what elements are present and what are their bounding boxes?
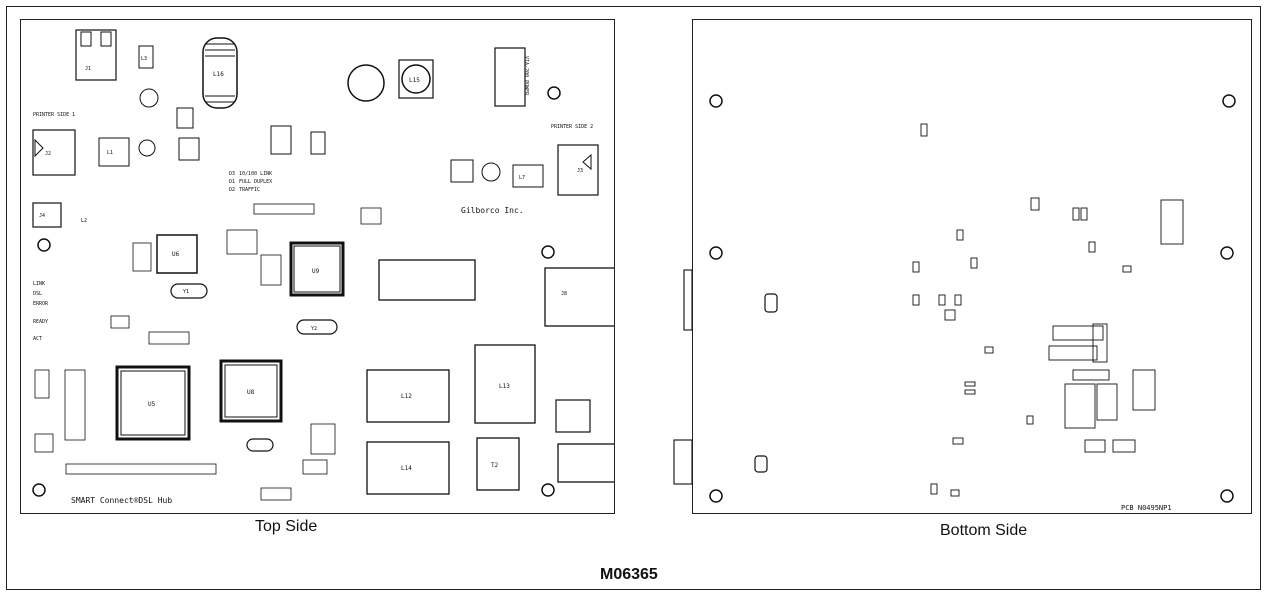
component-ref: L7 xyxy=(519,175,525,181)
led-ref: D2 xyxy=(229,187,235,193)
component-ref: U6 xyxy=(172,251,180,258)
rj-jack xyxy=(557,144,599,196)
module-l13 xyxy=(474,344,536,424)
product-marking: SMART Connect®DSL Hub xyxy=(71,496,172,505)
mounting-hole xyxy=(1220,489,1234,503)
status-label: ACT xyxy=(33,336,42,342)
led-label: FULL DUPLEX xyxy=(239,179,272,185)
mounting-hole xyxy=(1220,246,1234,260)
led-label: TRAFFIC xyxy=(239,187,260,193)
module-l14 xyxy=(366,441,450,495)
component-ref: L12 xyxy=(401,393,412,400)
bottom-side-pcb: PCB N0495NP1 xyxy=(692,19,1252,514)
mounting-hole xyxy=(541,245,555,259)
port-label: VIA-200 POWER xyxy=(523,56,529,96)
ic-u9 xyxy=(289,241,345,297)
component-ref: L16 xyxy=(213,71,224,78)
component-ref: L2 xyxy=(81,218,87,224)
module-l12 xyxy=(366,369,450,423)
mounting-hole xyxy=(1222,94,1236,108)
component-ref: J1 xyxy=(85,66,91,72)
bottom-side-artwork: PCB N0495NP1 xyxy=(709,94,1236,512)
bottom-side-caption: Bottom Side xyxy=(940,522,1028,539)
mounting-hole xyxy=(547,86,561,100)
component-ref: J3 xyxy=(577,168,583,174)
port-label: PRINTER SIDE 2 xyxy=(551,124,593,130)
figure-frame xyxy=(6,6,1261,590)
status-label: ERROR xyxy=(33,301,49,307)
component-ref: L15 xyxy=(409,77,420,84)
mounting-hole xyxy=(37,238,51,252)
led-ref: D3 xyxy=(229,171,235,177)
ic-u6 xyxy=(156,234,198,274)
company-marking: Gilborco Inc. xyxy=(461,206,524,215)
status-label: DSL xyxy=(33,291,42,297)
terminal-block xyxy=(557,443,614,483)
drawing-id-label: M06365 xyxy=(600,566,658,583)
transformer-t2 xyxy=(476,437,520,491)
component-ref: Y1 xyxy=(183,289,189,295)
component-ref: L1 xyxy=(107,150,113,156)
status-label: LINK xyxy=(33,281,45,287)
top-side-pcb: Gilborco Inc. SMART Connect®DSL Hub D3 1… xyxy=(20,19,615,514)
component-ref: T2 xyxy=(491,462,499,469)
crystal-y1 xyxy=(170,283,208,299)
pcb-marking: PCB N0495NP1 xyxy=(1121,504,1172,512)
top-side-artwork: Gilborco Inc. SMART Connect®DSL Hub D3 1… xyxy=(32,29,614,505)
component-ref: L13 xyxy=(499,383,510,390)
component-ref: Y2 xyxy=(311,326,317,332)
component-ref: J2 xyxy=(45,151,51,157)
status-label: READY xyxy=(33,319,48,325)
component-ref: U9 xyxy=(312,268,320,275)
rj-jack xyxy=(32,129,76,176)
mounting-hole xyxy=(709,489,723,503)
component-ref: U5 xyxy=(148,401,156,408)
component-ref: L14 xyxy=(401,465,412,472)
mounting-hole xyxy=(32,483,46,497)
crystal-y2 xyxy=(296,319,338,335)
mounting-hole xyxy=(709,94,723,108)
port-label: PRINTER SIDE 1 xyxy=(33,112,75,118)
inductor-l16 xyxy=(202,37,238,109)
component-ref: J8 xyxy=(561,291,567,297)
component-ref: U8 xyxy=(247,389,255,396)
mounting-hole xyxy=(541,483,555,497)
led-ref: D1 xyxy=(229,179,235,185)
led-label: 10/100 LINK xyxy=(239,171,272,177)
rj-jack xyxy=(75,29,117,81)
mounting-hole xyxy=(709,246,723,260)
rj-connector xyxy=(544,267,614,327)
ic-u5 xyxy=(115,365,191,441)
top-side-caption: Top Side xyxy=(255,518,318,535)
component-ref: L3 xyxy=(141,56,147,62)
ic-u8 xyxy=(219,359,283,423)
component-ref: J4 xyxy=(39,213,45,219)
